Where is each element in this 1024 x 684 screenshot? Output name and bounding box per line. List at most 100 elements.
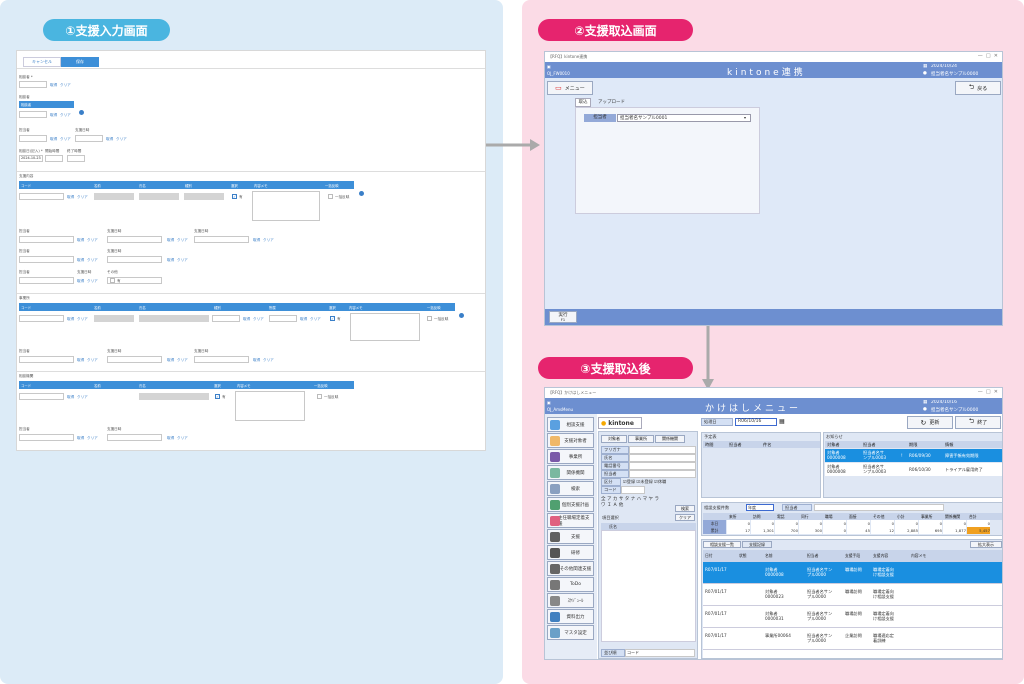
add-icon[interactable] [359, 191, 364, 196]
select-link[interactable]: 取得 [253, 358, 261, 362]
tab-consultation-list[interactable]: 相談支援一覧 [703, 541, 741, 548]
clear-link[interactable]: クリア [177, 238, 188, 242]
memo-textarea[interactable] [350, 313, 420, 341]
client-list[interactable] [601, 530, 696, 642]
kintone-button[interactable]: ●kintone [598, 417, 642, 429]
clear-link[interactable]: クリア [87, 279, 98, 283]
client-input[interactable] [19, 81, 47, 88]
nav-schedule[interactable]: ｽｹｼﾞｭｰﾙ [547, 593, 594, 608]
select-link[interactable]: 取得 [67, 317, 75, 321]
date-input[interactable]: 2024-10-23 [19, 155, 43, 162]
kana-input[interactable] [629, 446, 696, 454]
notice-row[interactable]: 対象者 0000008 担当者名サ ンプル0003 ! R06/09/30 障害… [825, 449, 1002, 462]
select-link[interactable]: 取得 [77, 436, 85, 440]
nav-other[interactable]: その他関連支援 [547, 561, 594, 576]
tab-client[interactable]: 対象者 [601, 435, 627, 443]
code-input[interactable] [19, 193, 64, 200]
nav-clients[interactable]: 支援対象者 [547, 433, 594, 448]
name-input[interactable] [629, 454, 696, 462]
text-input[interactable] [19, 356, 74, 363]
checkbox[interactable]: ✓ [232, 194, 237, 199]
clear-link[interactable]: クリア [263, 358, 274, 362]
clear-link[interactable]: クリア [87, 358, 98, 362]
checkbox[interactable]: ✓ [330, 316, 335, 321]
select-link[interactable]: 取得 [77, 258, 85, 262]
clear-link[interactable]: クリア [253, 317, 264, 321]
nav-consultation[interactable]: 相談支援 [547, 417, 594, 432]
select-link[interactable]: 取得 [167, 258, 175, 262]
staff-select[interactable] [629, 470, 696, 478]
nav-agencies[interactable]: 関係機関 [547, 465, 594, 480]
add-icon[interactable] [459, 313, 464, 318]
period-select[interactable]: 年度 [746, 504, 774, 511]
staff-input[interactable] [19, 135, 47, 142]
nav-support[interactable]: 支援 [547, 529, 594, 544]
tab-upload[interactable]: アップロード [598, 100, 625, 105]
select-link[interactable]: 取得 [77, 238, 85, 242]
select-link[interactable]: 取得 [67, 195, 75, 199]
refresh-button[interactable]: ↻更新 [907, 416, 953, 429]
nav-todo[interactable]: ToDo [547, 577, 594, 592]
bulk-checkbox[interactable] [328, 194, 333, 199]
text-input[interactable] [19, 434, 74, 441]
tab-agency[interactable]: 関係機関 [655, 435, 685, 443]
text-input[interactable] [19, 277, 74, 284]
clear-link[interactable]: クリア [77, 395, 88, 399]
add-icon[interactable] [79, 110, 84, 115]
text-input[interactable] [19, 256, 74, 263]
nav-plan[interactable]: 個別支援計画 [547, 497, 594, 512]
window-controls-icon[interactable]: — □ ✕ [977, 53, 998, 59]
memo-textarea[interactable] [252, 191, 320, 221]
select-link[interactable]: 取得 [167, 436, 175, 440]
staff-select[interactable]: 担当者名サンプル0001 [617, 114, 751, 122]
code-input[interactable] [19, 393, 64, 400]
notice-row[interactable]: 対象者 0000008 担当者名サ ンプル0003 R06/10/30 トライア… [825, 463, 1002, 476]
text-input[interactable] [107, 434, 162, 441]
text-input[interactable] [212, 315, 240, 322]
nav-retention[interactable]: 主任職場定着支援 [547, 513, 594, 528]
text-input[interactable] [19, 236, 74, 243]
clear-link[interactable]: クリア [77, 195, 88, 199]
clear-link[interactable]: クリア [87, 258, 98, 262]
select-link[interactable]: 取得 [77, 279, 85, 283]
text-input[interactable] [107, 256, 162, 263]
text-input[interactable] [194, 236, 249, 243]
select-link[interactable]: 取得 [67, 395, 75, 399]
nav-training[interactable]: 研修 [547, 545, 594, 560]
bulk-checkbox[interactable] [317, 394, 322, 399]
text-input[interactable] [269, 315, 297, 322]
memo-textarea[interactable] [235, 391, 305, 421]
clear-link[interactable]: クリア [60, 137, 71, 141]
clear-link[interactable]: クリア [77, 317, 88, 321]
select-link[interactable]: 取得 [77, 358, 85, 362]
tab-import[interactable]: 取込 [575, 98, 591, 107]
client-type-select[interactable]: 相談者 [19, 101, 74, 108]
back-button[interactable]: ⮌戻る [955, 81, 1001, 95]
clear-button[interactable]: クリア [675, 514, 695, 521]
search-button[interactable]: 検索 [675, 505, 695, 512]
checkbox[interactable]: ✓ [215, 394, 220, 399]
window-controls-icon[interactable]: — □ ✕ [977, 389, 998, 395]
save-tab[interactable]: 保存 [61, 57, 99, 67]
code-input[interactable] [19, 315, 64, 322]
clear-link[interactable]: クリア [310, 317, 321, 321]
start-time-input[interactable] [45, 155, 63, 162]
staff-select[interactable] [814, 504, 944, 511]
datetime-input[interactable] [75, 135, 103, 142]
clear-link[interactable]: クリア [60, 113, 71, 117]
clear-link[interactable]: クリア [177, 436, 188, 440]
clear-link[interactable]: クリア [87, 238, 98, 242]
text-input[interactable] [107, 236, 162, 243]
clear-link[interactable]: クリア [87, 436, 98, 440]
phone-input[interactable] [629, 462, 696, 470]
sort-order-select[interactable]: コード [625, 649, 695, 657]
proc-date-input[interactable]: R06/10/16 [735, 418, 777, 426]
nav-offices[interactable]: 事業所 [547, 449, 594, 464]
nav-master[interactable]: マスタ設定 [547, 625, 594, 640]
select-link[interactable]: 取得 [300, 317, 308, 321]
